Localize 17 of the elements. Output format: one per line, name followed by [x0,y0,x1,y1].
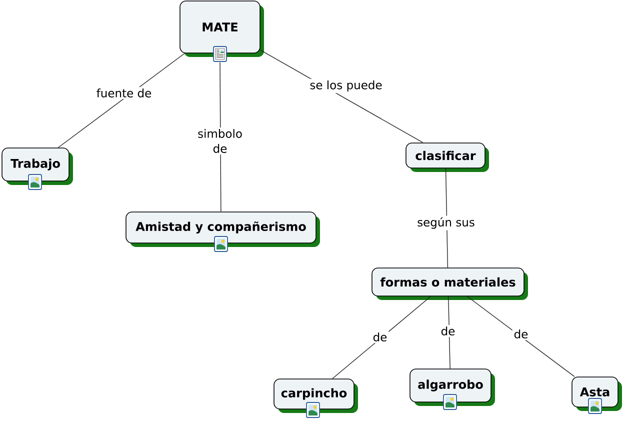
edge-label: de [512,328,530,340]
edge-label: fuente de [94,87,154,99]
edge-label: se los puede [308,78,384,94]
concept-box: Amistad y compañerismo [126,212,320,247]
concept-box: carpincho [274,378,358,413]
concept-box: MATE [180,0,264,57]
concept-box: Trabajo [2,148,73,185]
concept-box: clasificar [406,142,489,172]
connector-line [466,296,575,377]
concept-box: algarrobo [410,368,495,406]
edge-label: de [371,331,389,343]
edge-label: de [439,325,457,337]
connector-line [448,296,450,369]
connector-line [332,296,432,379]
edge-label: simbolo de [194,128,246,154]
concept-box: formas o materiales [372,268,528,300]
edge-label: según sus [416,216,476,230]
